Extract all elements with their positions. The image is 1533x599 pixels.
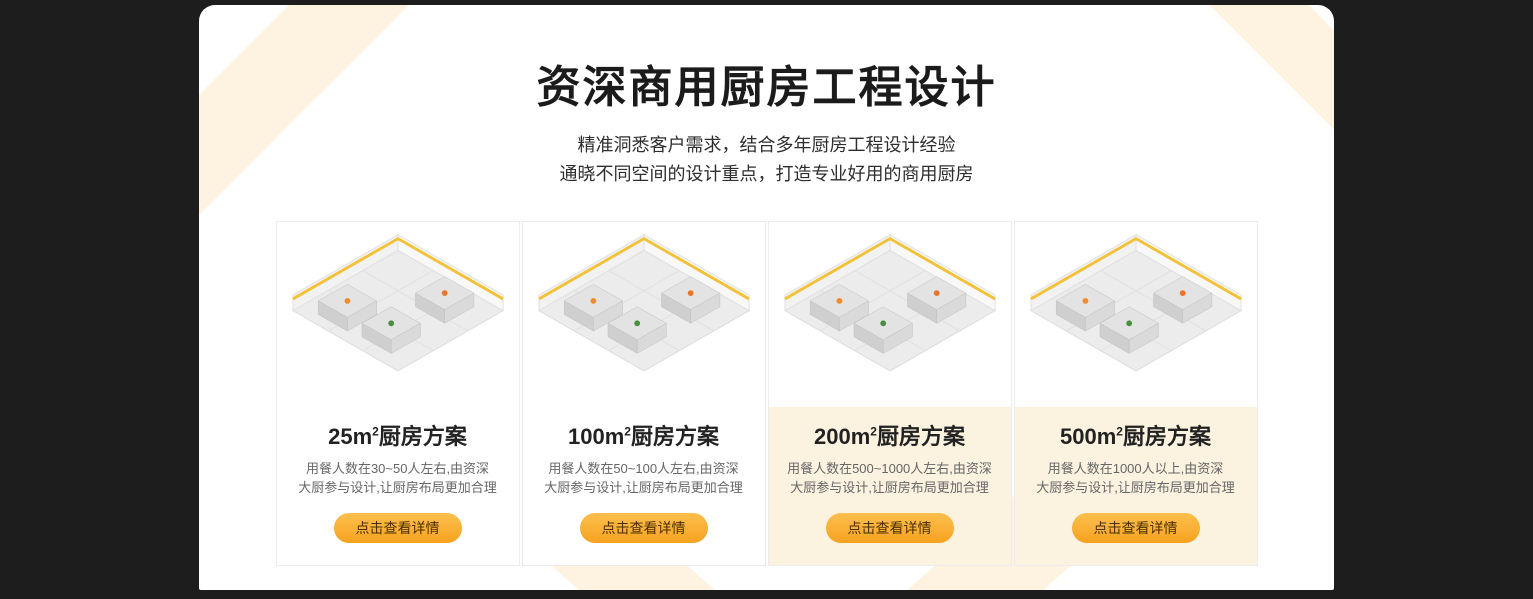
content-panel: 资深商用厨房工程设计 精准洞悉客户需求，结合多年厨房工程设计经验 通晓不同空间的… <box>199 5 1334 590</box>
card-description-line-1: 用餐人数在500~1000人左右,由资深 <box>787 461 992 476</box>
kitchen-plan-cards: 25m2厨房方案 用餐人数在30~50人左右,由资深 大厨参与设计,让厨房布局更… <box>199 221 1334 566</box>
card-title-area: 25m <box>328 424 373 449</box>
subtitle-line-1: 精准洞悉客户需求，结合多年厨房工程设计经验 <box>577 135 956 155</box>
card-description-line-1: 用餐人数在1000人以上,由资深 <box>1047 461 1224 476</box>
card-title-superscript: 2 <box>870 424 877 439</box>
card-title: 25m2厨房方案 <box>283 419 513 451</box>
card-body: 500m2厨房方案 用餐人数在1000人以上,由资深 大厨参与设计,让厨房布局更… <box>1015 407 1257 565</box>
card-description-line-2: 大厨参与设计,让厨房布局更加合理 <box>790 480 989 495</box>
view-details-button[interactable]: 点击查看详情 <box>333 513 462 543</box>
card-description: 用餐人数在1000人以上,由资深 大厨参与设计,让厨房布局更加合理 <box>1021 459 1251 497</box>
view-details-button[interactable]: 点击查看详情 <box>825 513 954 543</box>
card-description-line-2: 大厨参与设计,让厨房布局更加合理 <box>1036 480 1235 495</box>
kitchen-plan-card-200sqm: 200m2厨房方案 用餐人数在500~1000人左右,由资深 大厨参与设计,让厨… <box>767 221 1012 566</box>
page-subtitle: 精准洞悉客户需求，结合多年厨房工程设计经验 通晓不同空间的设计重点，打造专业好用… <box>199 131 1334 189</box>
card-description: 用餐人数在500~1000人左右,由资深 大厨参与设计,让厨房布局更加合理 <box>775 459 1005 497</box>
view-details-button[interactable]: 点击查看详情 <box>579 513 708 543</box>
card-body: 200m2厨房方案 用餐人数在500~1000人左右,由资深 大厨参与设计,让厨… <box>769 407 1011 565</box>
card-title-suffix: 厨房方案 <box>876 424 965 449</box>
kitchen-plan-card-25sqm: 25m2厨房方案 用餐人数在30~50人左右,由资深 大厨参与设计,让厨房布局更… <box>275 221 520 566</box>
card-title-area: 100m <box>568 424 625 449</box>
card-title: 200m2厨房方案 <box>775 419 1005 451</box>
card-description: 用餐人数在30~50人左右,由资深 大厨参与设计,让厨房布局更加合理 <box>283 459 513 497</box>
card-title-superscript: 2 <box>1116 424 1123 439</box>
card-description: 用餐人数在50~100人左右,由资深 大厨参与设计,让厨房布局更加合理 <box>529 459 759 497</box>
card-title-suffix: 厨房方案 <box>630 424 719 449</box>
card-description-line-1: 用餐人数在50~100人左右,由资深 <box>548 461 739 476</box>
card-title: 500m2厨房方案 <box>1021 419 1251 451</box>
view-details-button[interactable]: 点击查看详情 <box>1071 513 1200 543</box>
card-title-suffix: 厨房方案 <box>1122 424 1211 449</box>
card-body: 100m2厨房方案 用餐人数在50~100人左右,由资深 大厨参与设计,让厨房布… <box>523 407 765 565</box>
kitchen-render-image <box>276 222 519 407</box>
card-title-area: 200m <box>814 424 871 449</box>
card-body: 25m2厨房方案 用餐人数在30~50人左右,由资深 大厨参与设计,让厨房布局更… <box>277 407 519 565</box>
kitchen-plan-card-500sqm: 500m2厨房方案 用餐人数在1000人以上,由资深 大厨参与设计,让厨房布局更… <box>1013 221 1258 566</box>
kitchen-render-image <box>522 222 765 407</box>
card-title-superscript: 2 <box>624 424 631 439</box>
card-description-line-2: 大厨参与设计,让厨房布局更加合理 <box>298 480 497 495</box>
page-title: 资深商用厨房工程设计 <box>536 63 997 112</box>
kitchen-render-image <box>768 222 1011 407</box>
kitchen-render-image <box>1014 222 1257 407</box>
card-title-superscript: 2 <box>372 424 379 439</box>
card-title-suffix: 厨房方案 <box>378 424 467 449</box>
card-description-line-2: 大厨参与设计,让厨房布局更加合理 <box>544 480 743 495</box>
card-title: 100m2厨房方案 <box>529 419 759 451</box>
card-description-line-1: 用餐人数在30~50人左右,由资深 <box>305 461 490 476</box>
subtitle-line-2: 通晓不同空间的设计重点，打造专业好用的商用厨房 <box>559 164 974 184</box>
card-title-area: 500m <box>1060 424 1117 449</box>
kitchen-plan-card-100sqm: 100m2厨房方案 用餐人数在50~100人左右,由资深 大厨参与设计,让厨房布… <box>521 221 766 566</box>
